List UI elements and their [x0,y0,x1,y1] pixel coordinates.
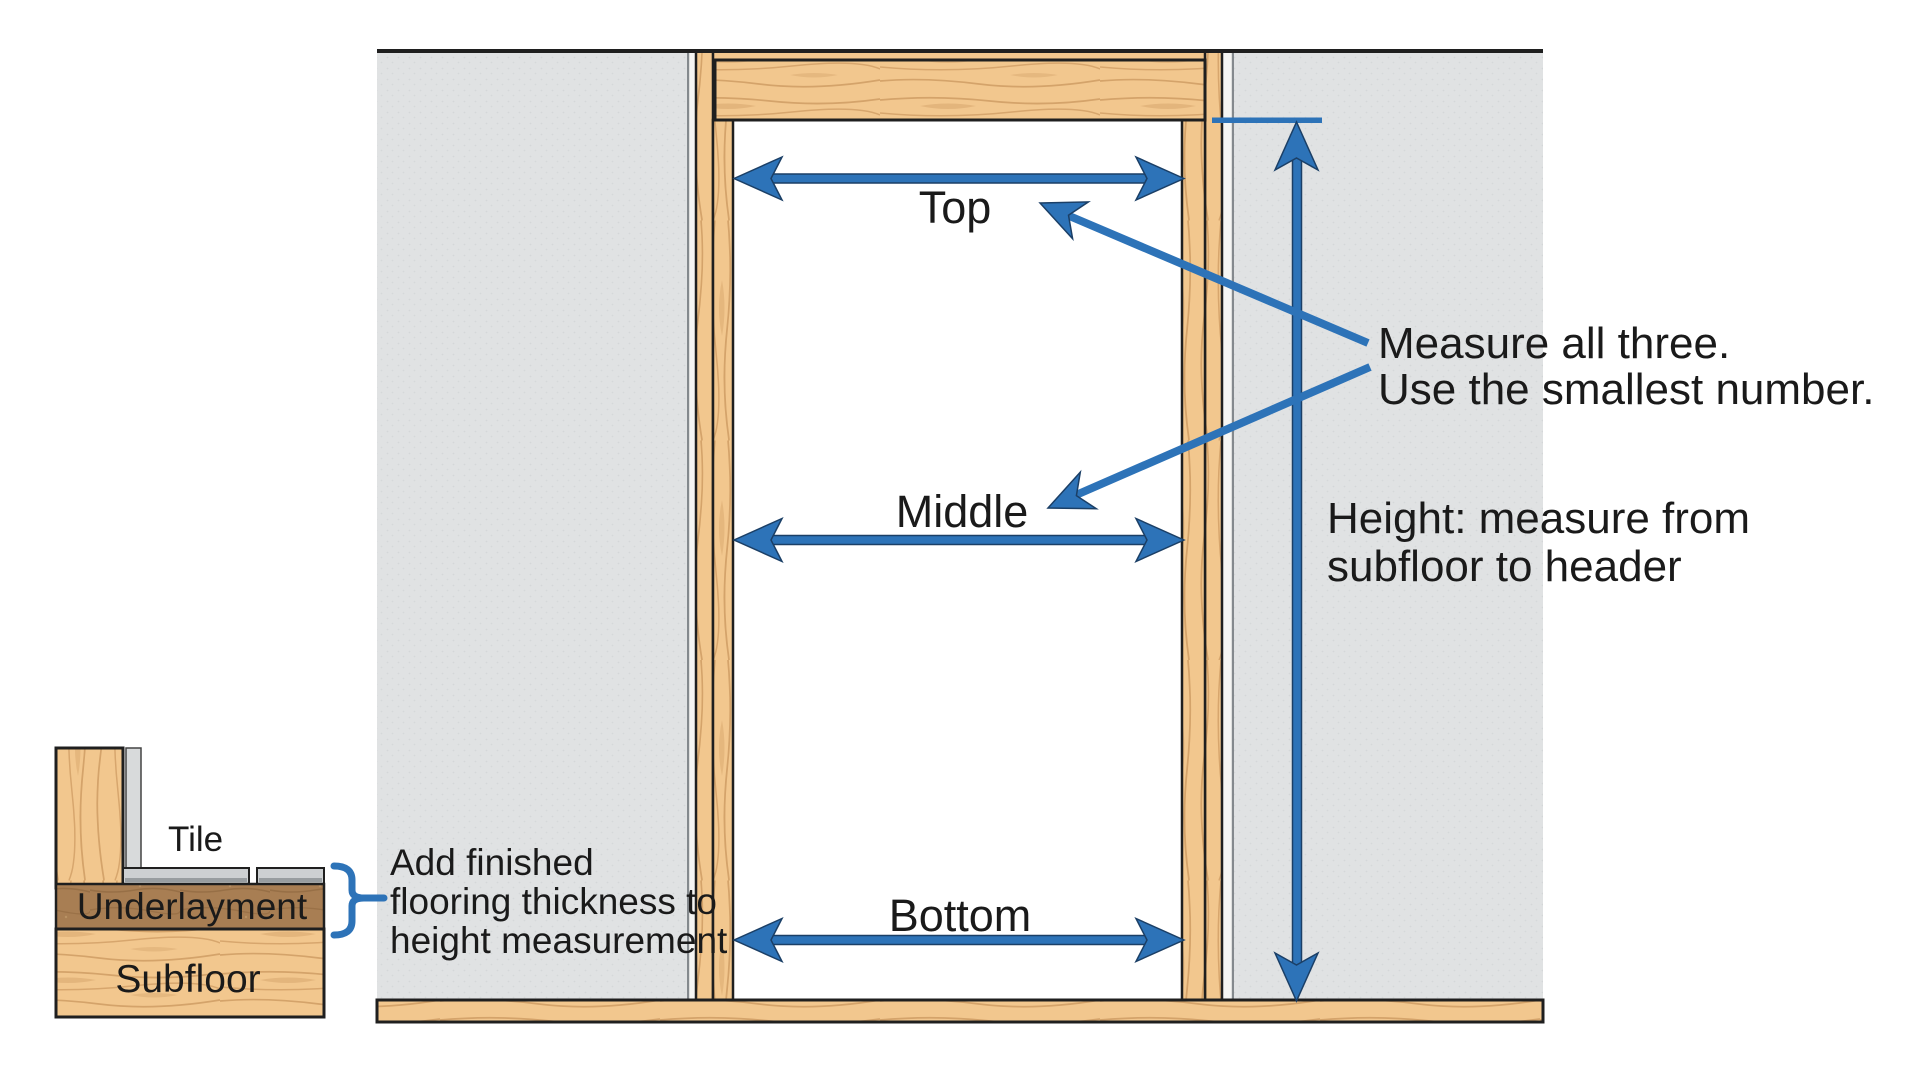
width-arrow-middle [732,516,1186,564]
label-tile: Tile [168,820,223,859]
arrowhead-left-icon [732,155,784,202]
door-opening [733,120,1182,1001]
note-flooring-line2: flooring thickness to [390,881,717,922]
label-middle-width: Middle [896,486,1029,537]
inset-drywall-edge [125,747,142,869]
inset-subfloor [54,927,326,1019]
jack-stud-left [711,118,735,1003]
inset-brace [330,862,365,939]
width-arrow-bottom [732,916,1186,964]
wall-illustration [375,49,1545,1024]
note-measure-line1: Measure all three. [1378,319,1730,368]
inset-underlayment [54,882,326,931]
note-flooring-line3: height measurement [390,920,728,961]
label-top-width: Top [919,182,992,233]
inset-tile-1-shade [125,878,247,882]
label-underlayment: Underlayment [77,886,308,927]
right-drywall-edge-line [1231,51,1234,1001]
floor-layers-inset [54,746,388,1019]
arrowhead-left-icon [732,516,784,564]
arrowhead-right-icon [1134,916,1186,964]
king-stud-left [694,49,715,1003]
left-drywall-edge [687,51,696,1001]
height-arrow [1212,117,1322,1003]
sole-plate [375,998,1545,1024]
note-height-line2: subfloor to header [1327,542,1682,591]
note-flooring-line1: Add finished [390,842,594,883]
note-height-line1: Height: measure from [1327,494,1750,543]
left-drywall-edge-line [687,51,690,1001]
arrowhead-down-icon [1273,951,1320,1003]
arrowhead-right-icon [1134,516,1186,564]
header-tick-line [1212,117,1322,123]
arrowhead-left-icon [732,916,784,964]
inset-stud [54,746,125,890]
arrowhead-up-icon [1273,120,1320,172]
door-header [713,58,1207,122]
width-arrow-top [732,155,1186,202]
leader-to-top-label [1038,201,1370,347]
label-subfloor: Subfloor [115,958,260,1001]
inset-tile-2-shade [259,878,322,882]
leader-arrowhead-icon [1038,201,1091,242]
label-bottom-width: Bottom [889,890,1032,941]
leader-to-middle-label [1046,363,1372,510]
jack-stud-right [1180,118,1207,1003]
king-stud-right [1203,49,1224,1003]
arrowhead-right-icon [1134,155,1186,202]
note-measure-line2: Use the smallest number. [1378,365,1874,414]
wall-right-drywall [1234,51,1543,1001]
wall-left-drywall [377,51,687,1001]
leader-arrowhead-icon [1046,469,1099,510]
wall-top-edge [377,49,1543,53]
